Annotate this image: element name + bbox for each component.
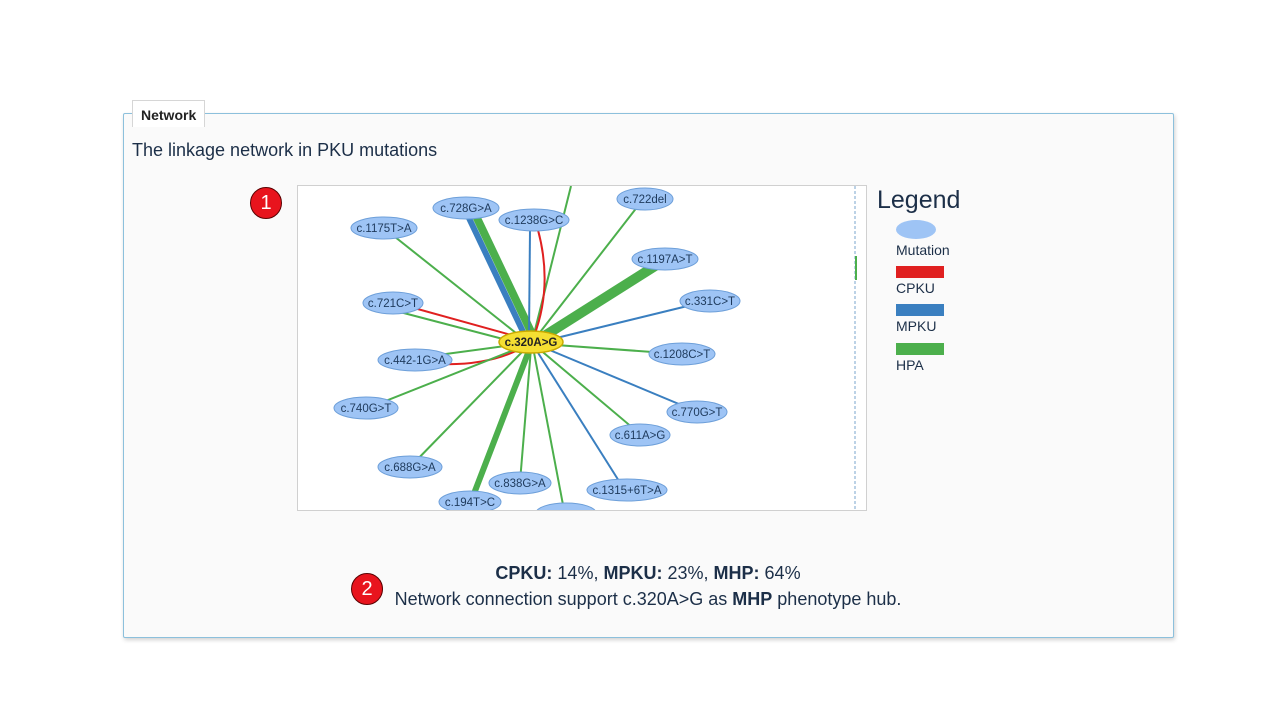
conclusion-suffix: phenotype hub.	[777, 589, 902, 609]
mutation-node-label: c.1197A>T	[637, 254, 692, 266]
legend-mutation-swatch	[896, 220, 936, 239]
edge-offscreen-top	[531, 186, 572, 343]
step-badge-1: 1	[250, 187, 282, 219]
mutation-node-label: c.611A>G	[615, 430, 666, 442]
edge-611	[537, 347, 641, 435]
mutation-node-label: c.770G>T	[672, 407, 723, 419]
hub-node-label: c.320A>G	[505, 337, 558, 349]
mutation-node-label: c.1208C>T	[654, 349, 711, 361]
mutation-node-label: c.442-1G>A	[384, 355, 446, 367]
mutation-node[interactable]: c.1208C>T	[648, 342, 716, 366]
edge-1238-mpku	[528, 229, 531, 337]
mutation-node[interactable]: c.728G>A	[432, 196, 500, 220]
edge-740	[367, 345, 525, 409]
mutation-node-label: c.721C>T	[368, 298, 418, 310]
conclusion-prefix: Network connection support c.320A>G as	[394, 589, 728, 609]
mutation-node[interactable]: c.721C>T	[362, 291, 424, 315]
panel-subtitle: The linkage network in PKU mutations	[132, 140, 438, 160]
legend-mutation-label: Mutation	[896, 242, 950, 258]
edge-688	[408, 347, 527, 469]
mutation-node[interactable]: c.331C>T	[679, 289, 741, 313]
network-nodes[interactable]: c.728G>A c.1238G>C c.722del c.1175T>A c.1197…	[333, 187, 741, 510]
conclusion-text: Network connection support c.320A>G as M…	[298, 589, 998, 610]
edge-1315	[534, 347, 625, 490]
stat-cpku-value: 14%,	[557, 563, 599, 583]
mutation-node[interactable]: c.1175T>A	[350, 216, 418, 240]
mutation-node-label: c.1238G>C	[505, 215, 564, 227]
mutation-node[interactable]: c.688G>A	[377, 455, 443, 479]
edge-1175	[384, 228, 527, 342]
edge-728-hpa	[472, 214, 538, 340]
network-svg[interactable]: c.728G>A c.1238G>C c.722del c.1175T>A c.1197…	[298, 186, 866, 510]
mutation-node-label: c.194T>C	[445, 497, 495, 509]
mutation-node[interactable]: c.1197A>T	[631, 247, 699, 271]
hub-node[interactable]: c.320A>G	[498, 330, 564, 354]
legend-hpa-label: HPA	[896, 357, 924, 373]
mutation-node-label: c.728G>A	[440, 203, 492, 215]
phenotype-stats: CPKU: 14%, MPKU: 23%, MHP: 64%	[298, 563, 998, 584]
mutation-node[interactable]: c.770G>T	[666, 400, 728, 424]
edge-838	[519, 347, 532, 483]
mutation-node[interactable]: c.740G>T	[333, 396, 399, 420]
mutation-node[interactable]: c.1315+6T>A	[586, 478, 668, 502]
edge-1197	[535, 256, 666, 345]
mutation-node[interactable]: c.194T>C	[438, 490, 502, 510]
stat-cpku-label: CPKU:	[495, 563, 553, 583]
mutation-node[interactable]: c.838G>A	[488, 471, 552, 495]
partial-node	[536, 502, 596, 510]
mutation-node-label: c.722del	[623, 194, 666, 206]
stat-mpku-value: 23%,	[667, 563, 709, 583]
legend-cpku-label: CPKU	[896, 280, 935, 296]
mutation-node-label: c.331C>T	[685, 296, 735, 308]
edge-offscreen-bottom	[531, 341, 565, 510]
mutation-node-label: c.838G>A	[494, 478, 546, 490]
mutation-node-label: c.740G>T	[341, 403, 392, 415]
legend-cpku-swatch	[896, 266, 944, 278]
mutation-node[interactable]: c.442-1G>A	[377, 348, 453, 372]
stat-mhp-label: MHP:	[713, 563, 760, 583]
legend-hpa-swatch	[896, 343, 944, 355]
edge-722del	[533, 201, 642, 341]
network-edges	[367, 186, 709, 510]
legend-mpku-label: MPKU	[896, 318, 937, 334]
edge-194	[467, 346, 533, 506]
step-badge-2: 2	[351, 573, 383, 605]
edge-728-mpku	[465, 214, 529, 340]
mutation-node[interactable]: c.1238G>C	[498, 208, 570, 232]
stat-mhp-value: 64%	[764, 563, 801, 583]
panel-tab-label: Network	[132, 100, 206, 127]
mutation-node[interactable]: c.722del	[616, 187, 674, 211]
mutation-node-label: c.1315+6T>A	[592, 485, 661, 497]
edge-770	[539, 345, 699, 413]
mutation-node[interactable]: c.611A>G	[609, 423, 671, 447]
conclusion-bold: MHP	[732, 589, 773, 609]
edge-1238-cpku	[533, 229, 546, 337]
mutation-node-label: c.688G>A	[384, 462, 436, 474]
network-graph[interactable]: c.728G>A c.1238G>C c.722del c.1175T>A c.1197…	[297, 185, 867, 511]
legend-mpku-swatch	[896, 304, 944, 316]
mutation-node-label: c.1175T>A	[356, 223, 411, 235]
edge-331	[539, 300, 709, 343]
legend-title: Legend	[877, 186, 961, 214]
stat-mpku-label: MPKU:	[603, 563, 663, 583]
